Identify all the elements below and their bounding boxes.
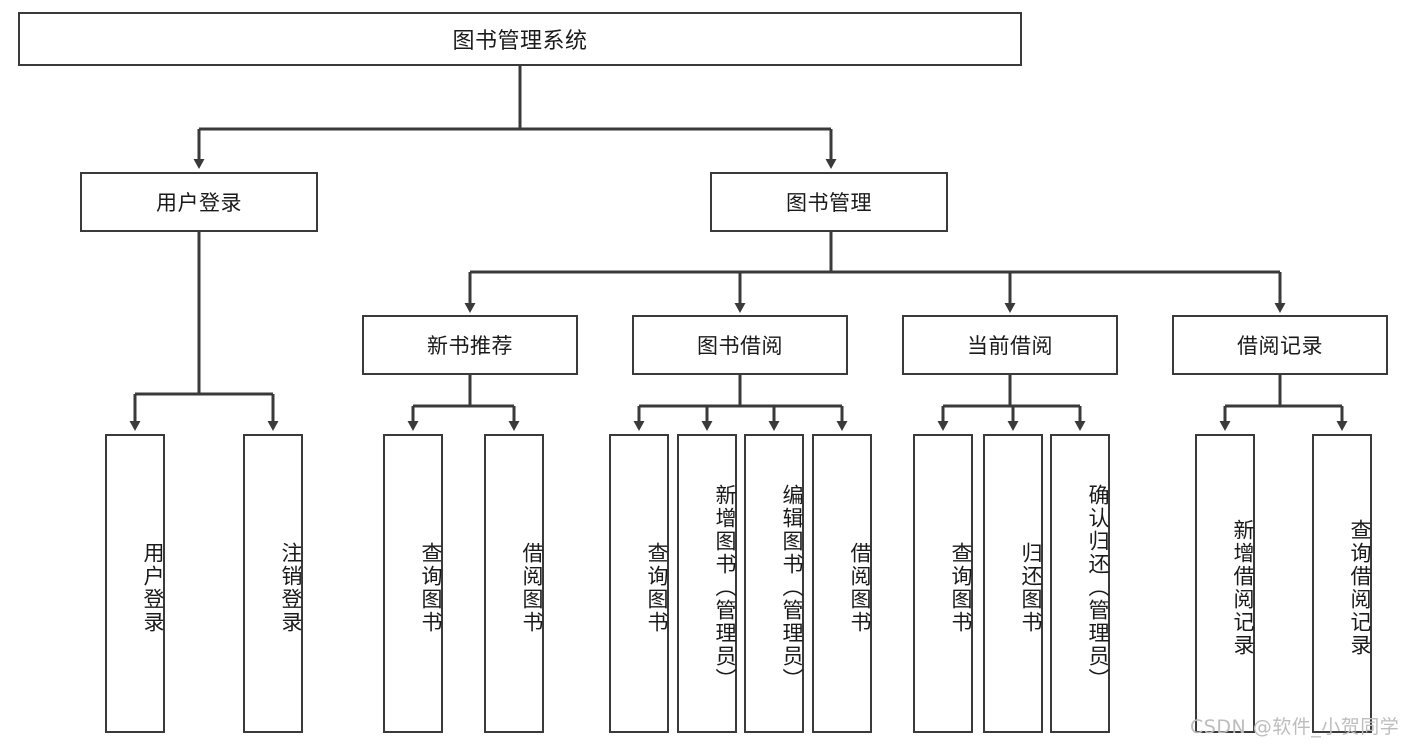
- node-root-library-system[interactable]: 图书管理系统: [18, 12, 1022, 66]
- csdn-watermark: CSDN @软件_小贺同学: [1190, 716, 1400, 738]
- leaf-query-book-3-label: 查询图书: [949, 541, 973, 634]
- leaf-edit-book[interactable]: 编辑图书（管理员）: [744, 434, 804, 733]
- leaf-query-book-2[interactable]: 查询图书: [609, 434, 669, 733]
- leaf-borrow-book-2-label: 借阅图书: [848, 541, 872, 634]
- node-user-login-label: 用户登录: [156, 191, 242, 215]
- leaf-query-book-3[interactable]: 查询图书: [913, 434, 973, 733]
- node-user-login[interactable]: 用户登录: [80, 172, 318, 232]
- leaf-return-book-label: 归还图书: [1019, 541, 1043, 634]
- leaf-borrow-book-1[interactable]: 借阅图书: [484, 434, 544, 733]
- node-book-management-label: 图书管理: [786, 191, 872, 215]
- node-borrow-record-label: 借阅记录: [1237, 334, 1323, 358]
- leaf-query-borrow-record[interactable]: 查询借阅记录: [1312, 434, 1372, 733]
- leaf-query-book-1[interactable]: 查询图书: [383, 434, 443, 733]
- leaf-edit-book-label: 编辑图书（管理员）: [780, 484, 804, 691]
- leaf-logout-label: 注销登录: [279, 541, 303, 634]
- leaf-logout[interactable]: 注销登录: [243, 434, 303, 733]
- leaf-user-login[interactable]: 用户登录: [105, 434, 165, 733]
- leaf-borrow-book-1-label: 借阅图书: [520, 541, 544, 634]
- node-borrow-record[interactable]: 借阅记录: [1172, 315, 1388, 375]
- node-root-label: 图书管理系统: [452, 29, 588, 54]
- leaf-confirm-return[interactable]: 确认归还（管理员）: [1050, 434, 1110, 733]
- leaf-query-book-1-label: 查询图书: [419, 541, 443, 634]
- node-new-book-recommend[interactable]: 新书推荐: [362, 315, 578, 375]
- leaf-add-book[interactable]: 新增图书（管理员）: [677, 434, 737, 733]
- node-book-borrow-label: 图书借阅: [697, 334, 783, 358]
- leaf-borrow-book-2[interactable]: 借阅图书: [812, 434, 872, 733]
- node-new-book-recommend-label: 新书推荐: [427, 334, 513, 358]
- node-book-borrow[interactable]: 图书借阅: [632, 315, 848, 375]
- node-book-management[interactable]: 图书管理: [710, 172, 948, 232]
- leaf-add-borrow-record-label: 新增借阅记录: [1231, 518, 1255, 657]
- leaf-query-book-2-label: 查询图书: [645, 541, 669, 634]
- node-current-borrow[interactable]: 当前借阅: [902, 315, 1118, 375]
- leaf-confirm-return-label: 确认归还（管理员）: [1086, 484, 1110, 691]
- leaf-add-book-label: 新增图书（管理员）: [713, 484, 737, 691]
- leaf-return-book[interactable]: 归还图书: [983, 434, 1043, 733]
- leaf-add-borrow-record[interactable]: 新增借阅记录: [1195, 434, 1255, 733]
- leaf-query-borrow-record-label: 查询借阅记录: [1348, 518, 1372, 657]
- leaf-user-login-label: 用户登录: [141, 541, 165, 634]
- node-current-borrow-label: 当前借阅: [967, 334, 1053, 358]
